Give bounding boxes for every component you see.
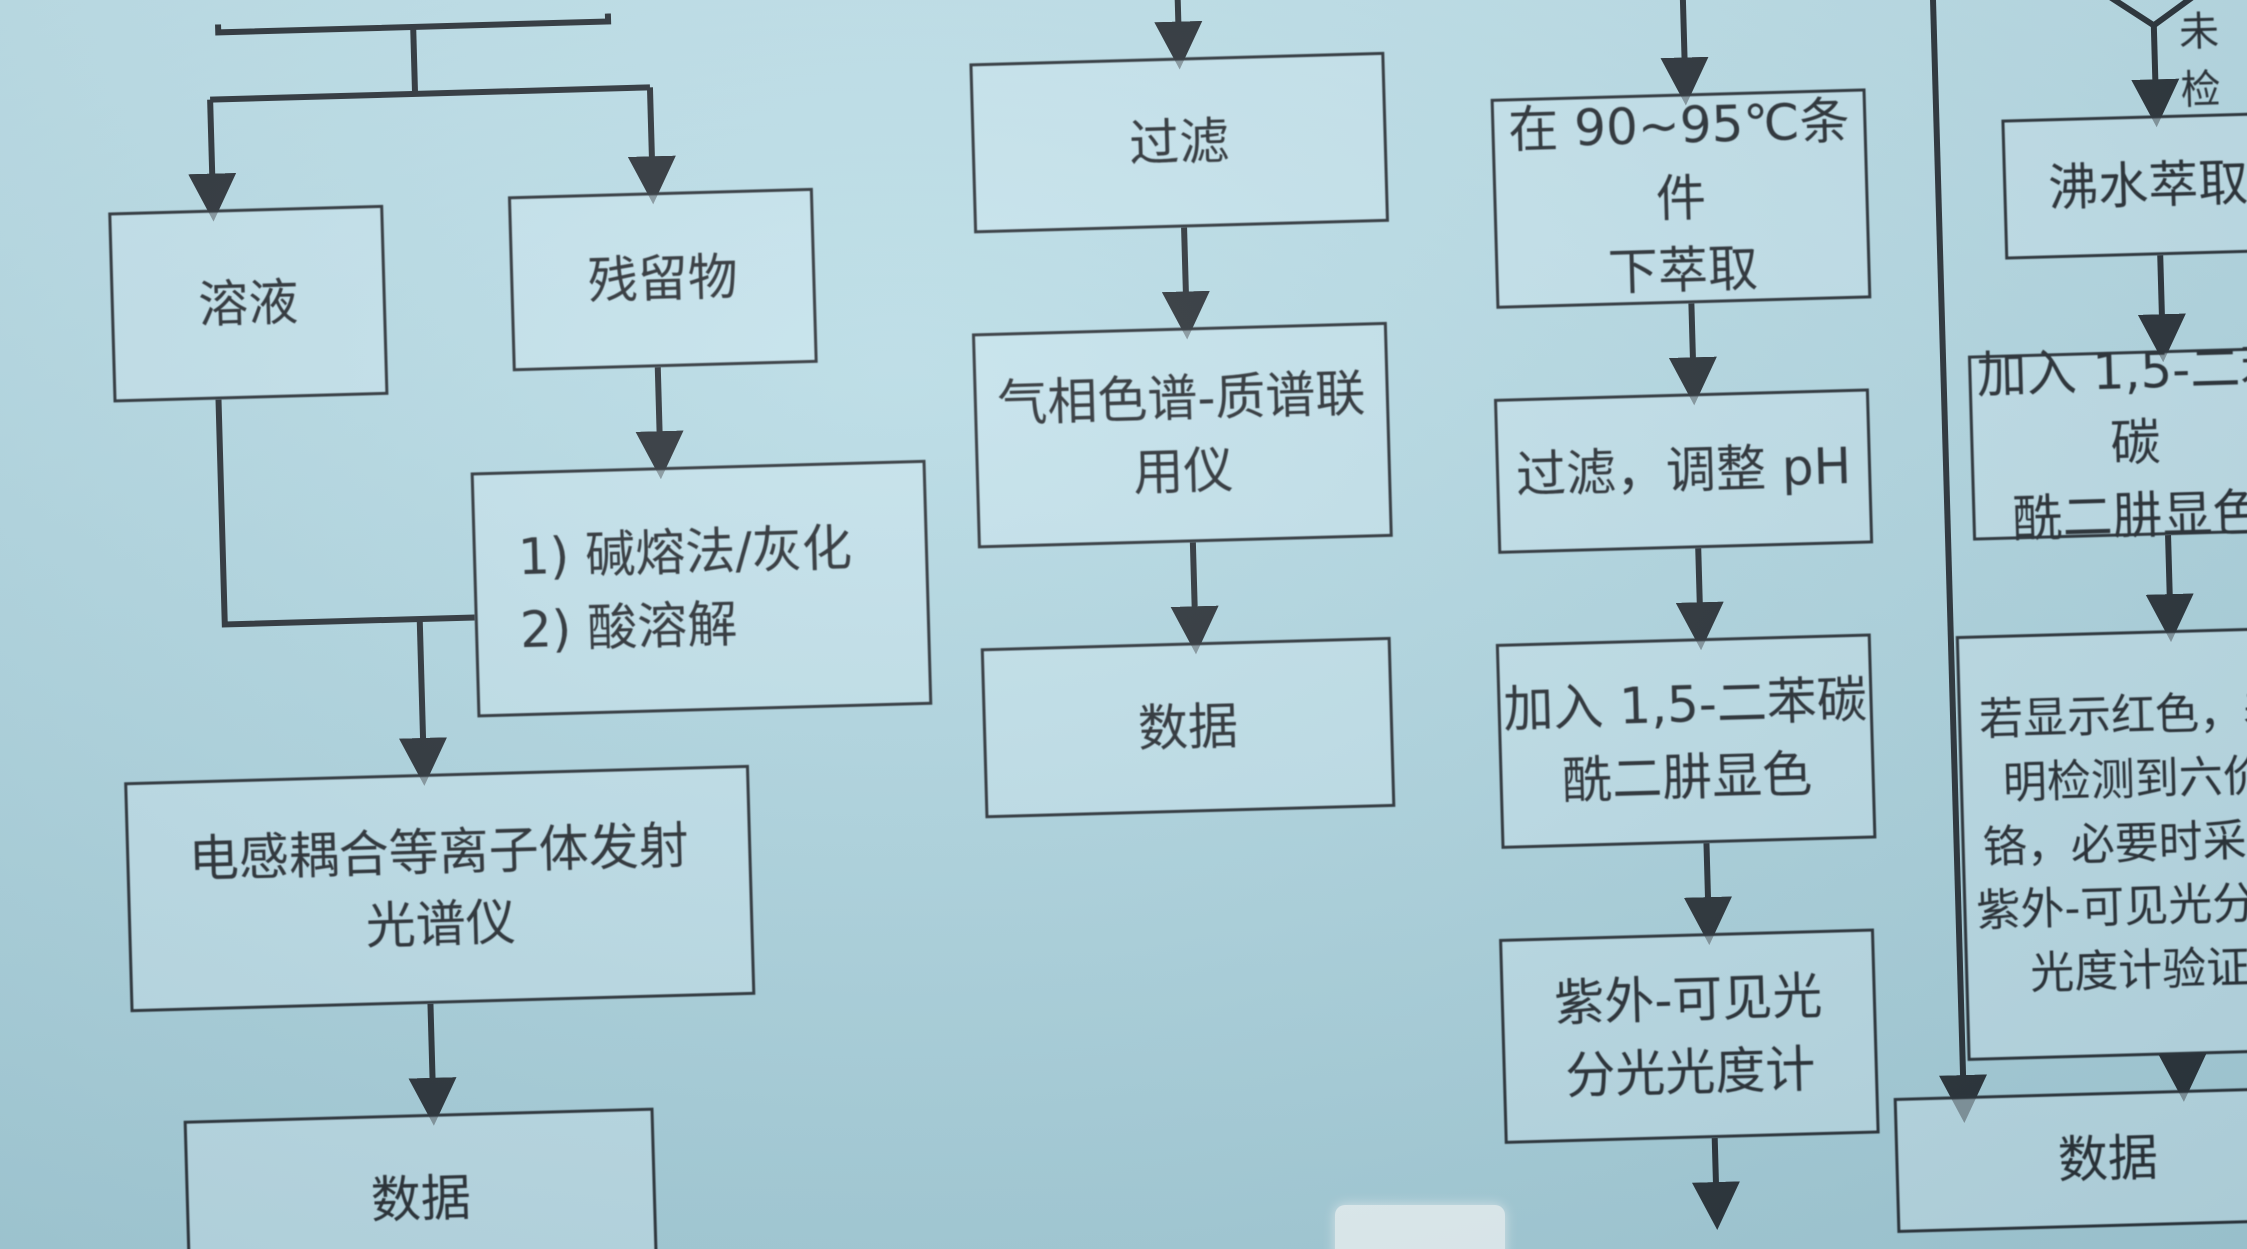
note-box: 若显示红色，表 明检测到六价 铬，必要时采用 紫外-可见光分光 光度计验证 xyxy=(1955,626,2247,1061)
arrow-to-middle-data xyxy=(1170,542,1219,655)
arrow-to-solution xyxy=(188,99,237,222)
arrow-to-filter-ph xyxy=(1668,303,1717,406)
uvvis-box: 紫外-可见光 分光光度计 xyxy=(1499,928,1880,1144)
screen-glare xyxy=(1335,1205,1505,1249)
arrow-to-far-data xyxy=(2158,1053,2207,1102)
arrow-to-left-data xyxy=(408,1003,457,1126)
arrow-to-icp xyxy=(399,618,448,786)
arrow-to-gcms xyxy=(1161,227,1210,340)
color-box: 加入 1,5-二苯碳 酰二肼显色 xyxy=(1495,633,1877,849)
far-data-box: 数据 xyxy=(1893,1086,2247,1233)
arrow-to-filter xyxy=(1154,0,1203,70)
filter-ph-box: 过滤，调整 pH xyxy=(1493,388,1874,554)
long-vertical-arrow xyxy=(1929,0,1988,1124)
branch-label: 未检 xyxy=(2178,8,2222,114)
arrow-to-boil xyxy=(2131,25,2180,128)
split-stem xyxy=(410,26,419,95)
icp-box: 电感耦合等离子体发射 光谱仪 xyxy=(124,764,756,1013)
arrow-to-residue xyxy=(627,87,676,205)
arrow-to-color xyxy=(1675,548,1724,651)
filter-box: 过滤 xyxy=(969,51,1389,234)
solution-merge-line xyxy=(215,399,475,628)
solution-box: 溶液 xyxy=(108,204,389,403)
residue-box: 残留物 xyxy=(507,187,818,372)
arrow-to-note xyxy=(2145,535,2194,643)
gcms-box: 气相色谱-质谱联 用仪 xyxy=(971,321,1393,549)
digestion-box: 1) 碱熔法/灰化 2) 酸溶解 xyxy=(470,459,933,718)
arrow-down-off-page xyxy=(1691,1137,1740,1231)
boil-box: 沸水萃取 xyxy=(2001,111,2247,260)
arrow-to-digestion xyxy=(635,367,684,480)
left-data-box: 数据 xyxy=(183,1107,659,1249)
arrow-to-extract xyxy=(1660,0,1709,106)
split-bar xyxy=(210,84,651,103)
arrow-to-uvvis xyxy=(1683,843,1732,946)
far-color-box: 加入 1,5-二苯碳 酰二肼显色 xyxy=(1967,337,2247,548)
extract-box: 在 90~95℃条件 下萃取 xyxy=(1490,88,1872,309)
arrow-to-far-color xyxy=(2137,255,2186,363)
middle-data-box: 数据 xyxy=(980,636,1396,819)
